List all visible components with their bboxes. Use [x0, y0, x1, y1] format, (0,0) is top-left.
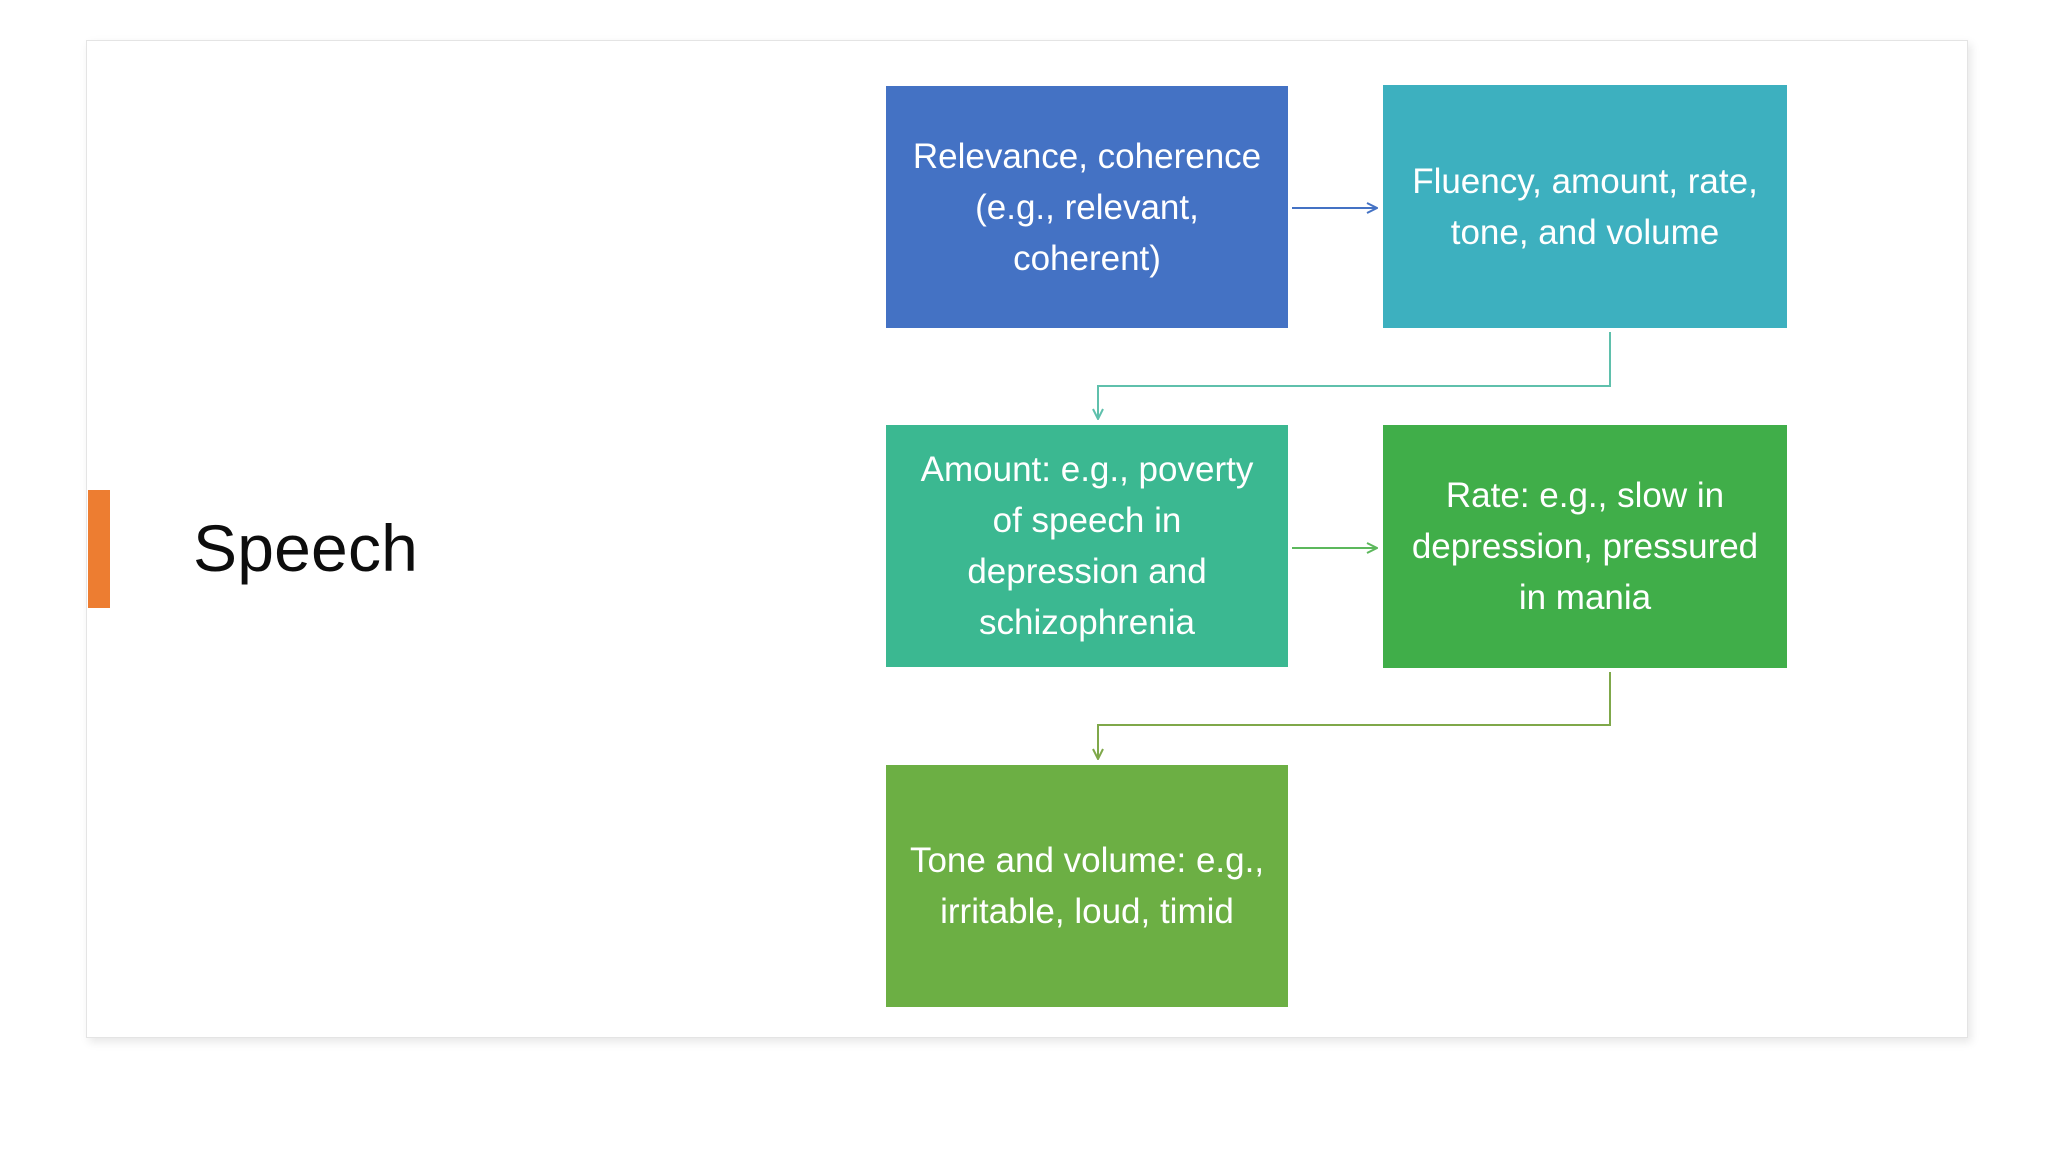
diagram-box-label: Fluency, amount, rate, tone, and volume: [1412, 161, 1758, 252]
slide-title-block: Speech: [88, 490, 828, 610]
diagram-box-rate[interactable]: Rate: e.g., slow in depression, pressure…: [1383, 425, 1787, 668]
diagram-box-amount[interactable]: Amount: e.g., poverty of speech in depre…: [886, 425, 1288, 667]
diagram-box-label: Relevance, coherence (e.g., relevant, co…: [912, 136, 1262, 278]
diagram-box-label: Rate: e.g., slow in depression, pressure…: [1411, 476, 1759, 617]
diagram-box-label: Tone and volume: e.g., irritable, loud, …: [909, 841, 1265, 931]
title-accent-bar: [88, 490, 110, 608]
page-title: Speech: [193, 511, 419, 585]
diagram-box-label: Amount: e.g., poverty of speech in depre…: [920, 450, 1254, 642]
diagram-box-relevance[interactable]: Relevance, coherence (e.g., relevant, co…: [886, 86, 1288, 328]
diagram-box-fluency[interactable]: Fluency, amount, rate, tone, and volume: [1383, 85, 1787, 328]
diagram-box-tone[interactable]: Tone and volume: e.g., irritable, loud, …: [886, 765, 1288, 1007]
